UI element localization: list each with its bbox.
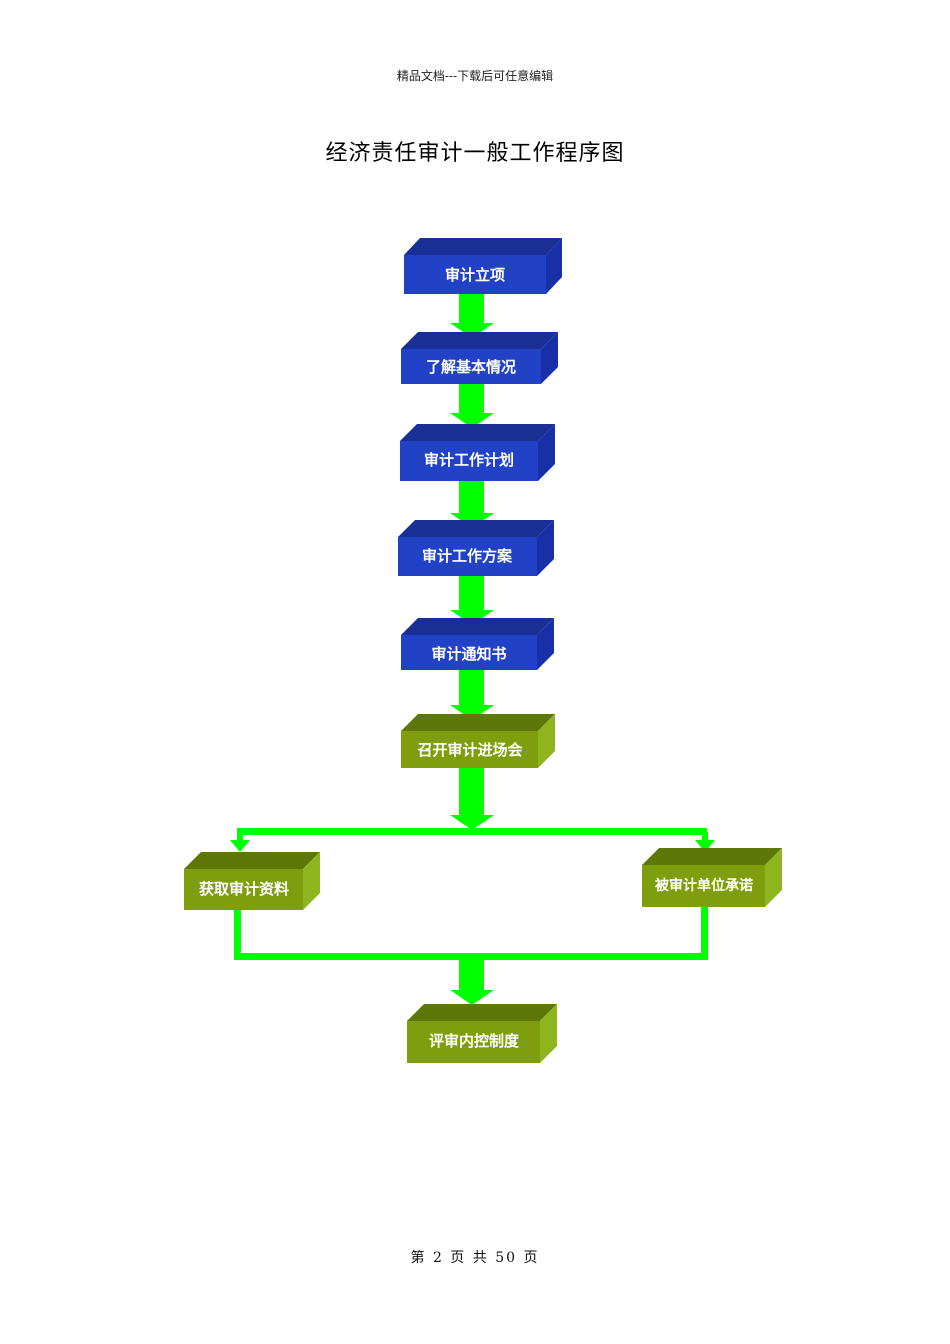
step-label: 审计工作方案 bbox=[422, 547, 513, 565]
step-box-9: 评审内控制度 bbox=[407, 1004, 557, 1063]
step-label: 召开审计进场会 bbox=[417, 741, 522, 759]
step-label: 获取审计资料 bbox=[199, 880, 289, 898]
step-box-6: 召开审计进场会 bbox=[401, 714, 555, 768]
arrow-1 bbox=[450, 294, 494, 338]
step-box-2: 了解基本情况 bbox=[401, 332, 558, 384]
box-side bbox=[546, 238, 562, 294]
step-box-5: 审计通知书 bbox=[401, 618, 554, 670]
arrow-4 bbox=[450, 576, 494, 625]
step-label: 审计工作计划 bbox=[424, 451, 514, 469]
step-box-3: 审计工作计划 bbox=[400, 424, 555, 481]
arrow-6 bbox=[450, 768, 494, 830]
arrow-right-branch bbox=[695, 832, 715, 852]
step-box-4: 审计工作方案 bbox=[398, 520, 554, 576]
return-line-right bbox=[701, 907, 708, 960]
step-label: 审计通知书 bbox=[431, 645, 506, 663]
step-label: 被审计单位承诺 bbox=[655, 877, 753, 894]
diagram-title: 经济责任审计一般工作程序图 bbox=[325, 141, 625, 166]
arrow-5 bbox=[450, 670, 494, 720]
step-label: 评审内控制度 bbox=[429, 1032, 520, 1050]
box-top bbox=[404, 238, 562, 255]
arrow-2 bbox=[450, 384, 494, 428]
branch-line-top bbox=[237, 828, 707, 835]
page-footer: 第 2 页 共 50 页 bbox=[410, 1250, 540, 1266]
step-box-8: 被审计单位承诺 bbox=[642, 848, 782, 907]
page-header: 精品文档---下载后可任意编辑 bbox=[396, 69, 554, 83]
arrow-left-branch bbox=[230, 832, 250, 852]
arrow-7 bbox=[450, 960, 494, 1005]
box-front bbox=[404, 255, 546, 294]
branch-line-bottom bbox=[234, 953, 708, 960]
arrow-3 bbox=[450, 481, 494, 528]
step-label: 了解基本情况 bbox=[426, 358, 516, 376]
step-box-1: 审计立项 bbox=[404, 238, 562, 294]
step-box-7: 获取审计资料 bbox=[184, 852, 320, 910]
connectors bbox=[230, 294, 715, 1005]
return-line-left bbox=[234, 910, 241, 960]
step-label: 审计立项 bbox=[445, 266, 505, 284]
